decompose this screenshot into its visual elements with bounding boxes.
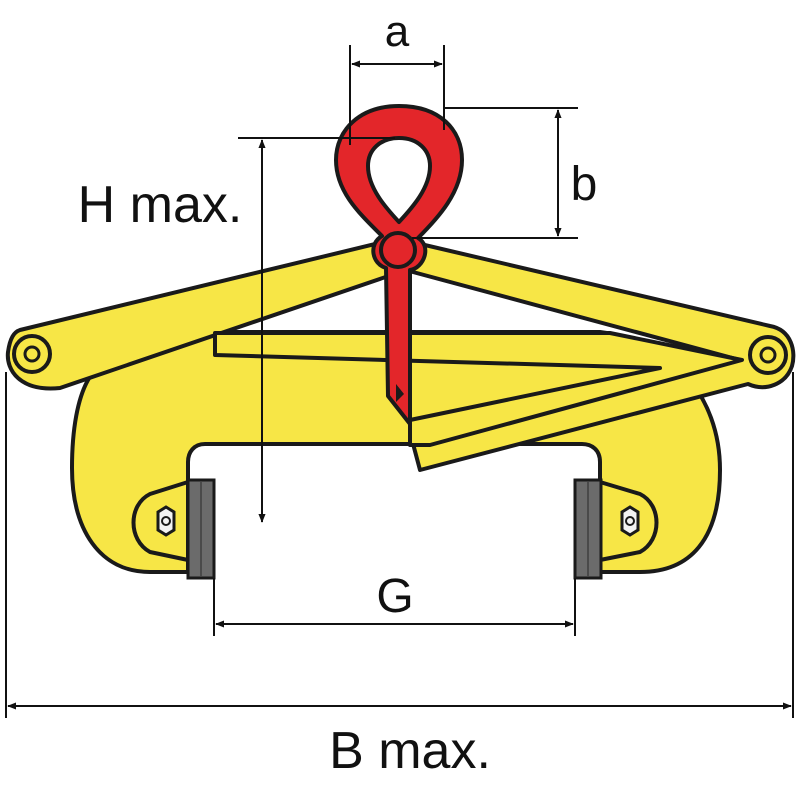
pivot-plate: [213, 331, 744, 447]
right-jaw-pad: [573, 478, 603, 580]
label-a: a: [385, 7, 410, 56]
dimension-g: [213, 578, 576, 636]
dimension-a: [349, 45, 445, 145]
label-b-max: B max.: [329, 722, 491, 780]
right-lever-arm: [393, 236, 796, 472]
lifting-eye: [334, 104, 464, 426]
right-pivot-bolt-icon: [748, 335, 788, 375]
dimension-b: [412, 107, 578, 239]
label-b: b: [571, 158, 598, 211]
label-h-max: H max.: [78, 176, 243, 234]
right-hex-nut-icon: [620, 505, 640, 537]
dimension-b-max: [5, 372, 794, 718]
left-pivot-bolt-icon: [12, 334, 52, 374]
left-hex-nut-icon: [156, 505, 176, 537]
dimension-h-max: [238, 137, 395, 523]
label-g: G: [376, 570, 413, 623]
left-jaw-pad: [186, 478, 216, 580]
left-lever-arm: [5, 236, 414, 391]
